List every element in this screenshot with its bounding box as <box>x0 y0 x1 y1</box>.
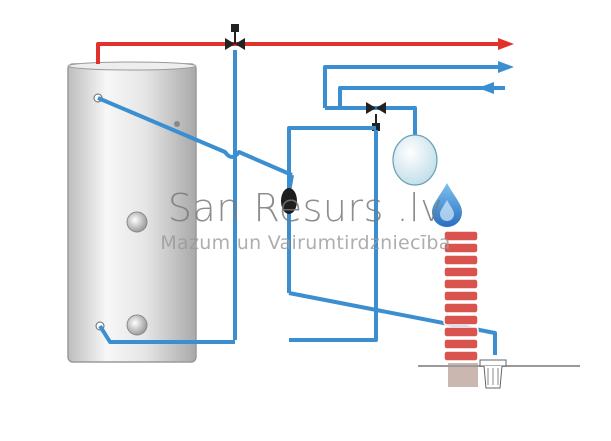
hot-supply-line <box>96 38 514 64</box>
storage-tank <box>67 61 197 363</box>
bottom-return-line <box>98 324 235 344</box>
upper-loop <box>287 126 376 293</box>
floor-drain <box>418 359 580 389</box>
return-loop <box>289 130 378 342</box>
expansion-vessel <box>392 130 438 186</box>
circulation-lines <box>323 61 514 138</box>
cold-outlet-arrow-icon <box>498 61 514 73</box>
circulation-pump <box>281 188 297 214</box>
tank-port-bottom <box>126 314 148 336</box>
brick-chimney <box>443 230 479 387</box>
hot-outlet-arrow-icon <box>498 38 514 50</box>
water-drop-flame-icon <box>432 183 462 227</box>
valve-icon <box>225 24 245 50</box>
cold-inlet-arrow-icon <box>478 82 494 94</box>
tank-port-middle <box>126 211 148 233</box>
tank-sensor <box>174 121 180 127</box>
